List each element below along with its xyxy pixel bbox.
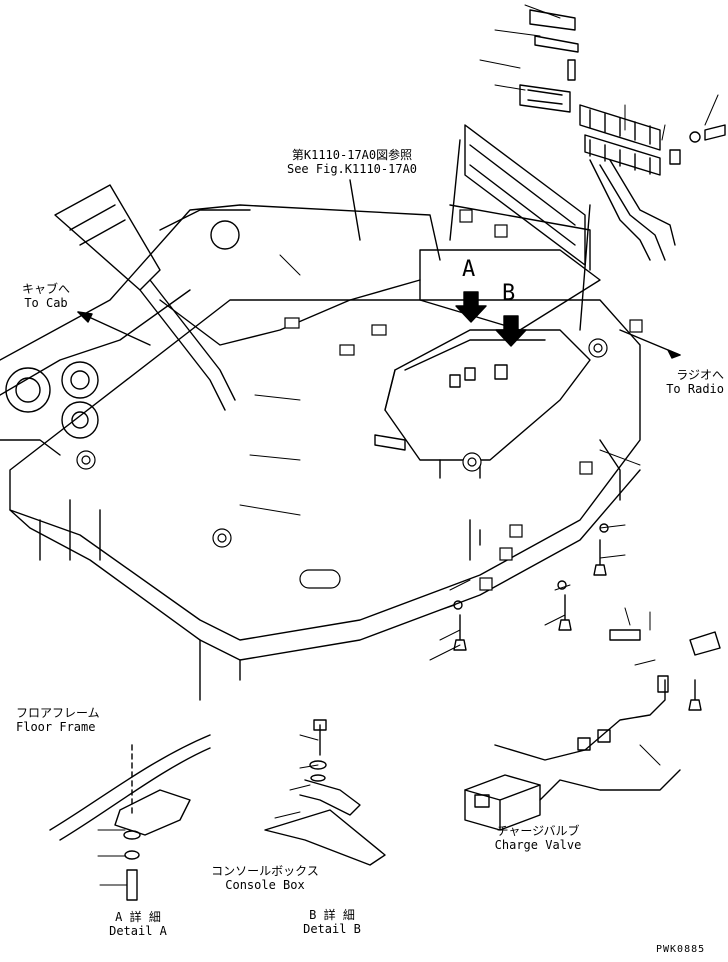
charge-valve-part: [464, 675, 681, 831]
detail-b-caption-en: Detail B: [303, 922, 361, 936]
hardware-bolts: [453, 523, 721, 711]
floor-plate-outline: [9, 299, 641, 701]
detail-a-caption-en: Detail A: [109, 924, 167, 938]
to-radio-label: ラジオへ To Radio: [620, 368, 724, 396]
arrow-a-marker: [455, 291, 487, 323]
charge-valve-label-jp: チャージバルブ: [496, 824, 580, 838]
see-fig-note-en: See Fig.K1110-17A0: [286, 162, 418, 176]
to-radio-label-en: To Radio: [666, 382, 724, 396]
detail-b-caption: B 詳 細 Detail B: [282, 908, 382, 936]
console-box: [374, 249, 601, 479]
console-box-label: コンソールボックス Console Box: [200, 864, 330, 892]
to-radio-label-jp: ラジオへ: [676, 368, 724, 382]
detail-a-caption: A 詳 細 Detail A: [88, 910, 188, 938]
left-frame: [0, 204, 441, 456]
detail-a-drawing: [49, 734, 211, 901]
arrow-b-label: B: [502, 281, 516, 306]
console-box-label-jp: コンソールボックス: [211, 864, 319, 878]
monitor-panel: [449, 9, 591, 331]
drawing-code: PWK0885: [656, 944, 706, 955]
floor-frame-label-jp: フロアフレーム: [16, 706, 100, 720]
arrow-a-label: A: [462, 257, 476, 282]
harness-connectors: [76, 209, 643, 591]
to-cab-label-en: To Cab: [24, 296, 68, 310]
leader-lines: [97, 4, 719, 886]
to-cab-label: キャブへ To Cab: [6, 282, 86, 310]
detail-b-drawing: [264, 719, 386, 866]
floor-frame-label: フロアフレーム Floor Frame: [16, 706, 100, 734]
floor-frame-label-en: Floor Frame: [16, 720, 96, 734]
arrow-to-cab: [77, 311, 151, 346]
console-box-label-en: Console Box: [225, 878, 305, 892]
see-fig-note: 第K1110-17A0図参照 See Fig.K1110-17A0: [262, 148, 442, 176]
charge-valve-label-en: Charge Valve: [494, 838, 582, 852]
charge-valve-label: チャージバルブ Charge Valve: [478, 824, 598, 852]
see-fig-note-jp: 第K1110-17A0図参照: [291, 148, 413, 162]
switch-panel: [579, 104, 726, 261]
arrow-to-radio: [619, 329, 681, 359]
to-cab-label-jp: キャブへ: [21, 282, 70, 296]
detail-b-caption-jp: B 詳 細: [309, 908, 355, 922]
cab-harness: [54, 184, 421, 411]
arrow-b-marker: [495, 315, 527, 347]
see-fig-leader: [349, 179, 361, 241]
detail-a-caption-jp: A 詳 細: [115, 910, 161, 924]
